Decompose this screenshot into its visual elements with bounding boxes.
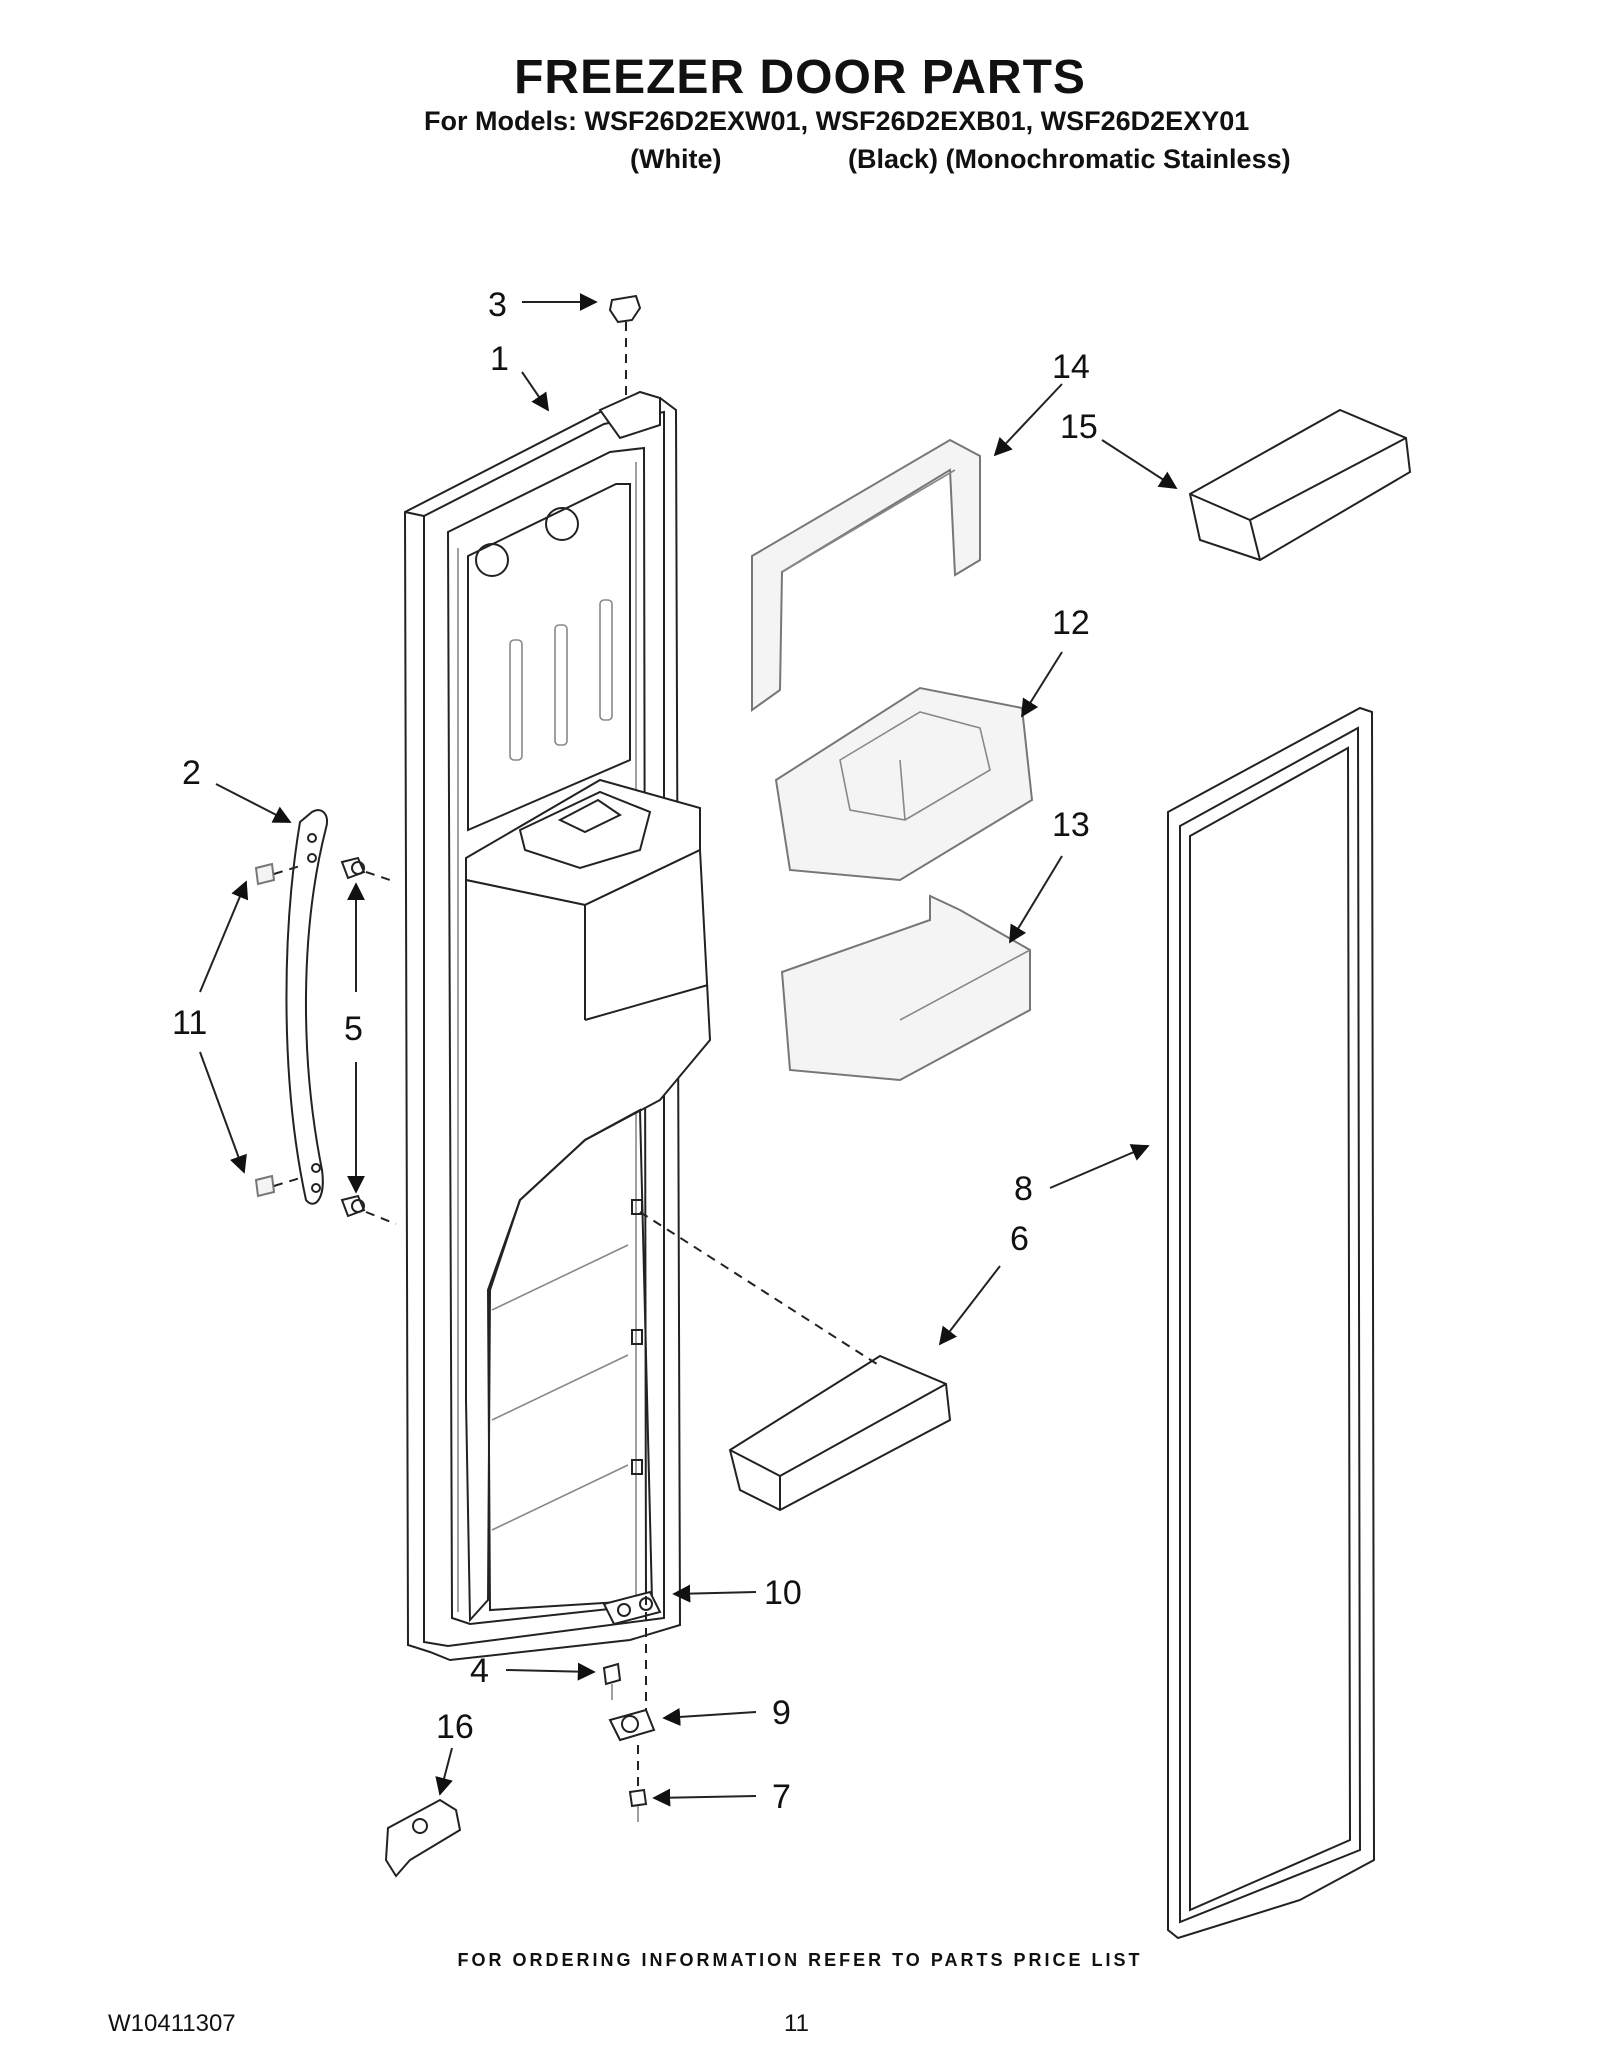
callout-11: 11: [172, 1004, 207, 1042]
callout-3: 3: [488, 286, 507, 324]
callout-10: 10: [764, 1574, 802, 1612]
models-line: For Models: WSF26D2EXW01, WSF26D2EXB01, …: [424, 106, 1250, 136]
callout-4: 4: [470, 1652, 489, 1690]
callout-16: 16: [436, 1708, 474, 1746]
hinge-cover-part: [384, 1798, 462, 1878]
handle-spacers-part: [340, 856, 397, 1225]
callout-2: 2: [182, 754, 201, 792]
callout-6: 6: [1010, 1220, 1029, 1258]
callout-12: 12: [1052, 604, 1090, 642]
door-gasket-part: [1167, 706, 1376, 1940]
leader-lines: [199, 293, 1178, 1807]
color-others: (Black) (Monochromatic Stainless): [848, 144, 1291, 174]
callout-5: 5: [344, 1010, 363, 1048]
bottom-hinge-part: [608, 1708, 656, 1742]
callout-14: 14: [1052, 348, 1090, 386]
callout-8: 8: [1014, 1170, 1033, 1208]
door-bin-small-part: [1188, 408, 1412, 562]
callout-13: 13: [1052, 806, 1090, 844]
hinge-screw-part: [602, 1662, 622, 1700]
callout-labels: 3 1 14 15 12 2 13 11 5 8 6 10 4 9 16 7: [172, 286, 1098, 1816]
freezer-door-part: [403, 390, 712, 1662]
hinge-plate-part: [602, 1580, 662, 1720]
document-number: W10411307: [108, 2010, 236, 2037]
door-bin-large-part: [639, 1211, 952, 1512]
door-handle-part: [285, 809, 328, 1205]
handle-screws-part: [254, 862, 301, 1198]
drip-tray-part: [780, 894, 1031, 1082]
callout-7: 7: [772, 1778, 791, 1816]
ice-chute-part: [774, 686, 1034, 882]
callout-1: 1: [490, 340, 509, 378]
callout-9: 9: [772, 1694, 791, 1732]
page-title: FREEZER DOOR PARTS: [514, 51, 1086, 104]
color-white: (White): [630, 144, 722, 174]
hinge-cap-part: [608, 294, 642, 400]
dispenser-trim-part: [751, 438, 981, 712]
hinge-bolt-part: [628, 1745, 648, 1822]
page-number: 11: [784, 2010, 809, 2037]
ordering-note: FOR ORDERING INFORMATION REFER TO PARTS …: [457, 1950, 1143, 1970]
callout-15: 15: [1060, 408, 1098, 446]
